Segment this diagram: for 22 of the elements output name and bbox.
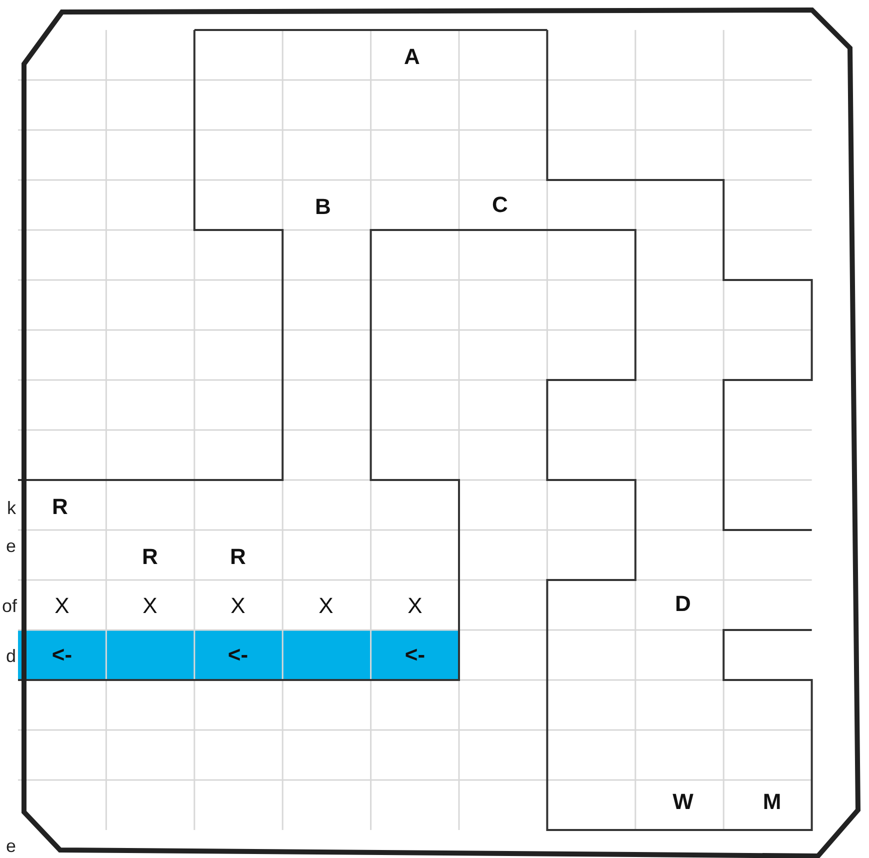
room-letter: A <box>404 46 420 68</box>
cross-mark: X <box>142 595 158 617</box>
cross-mark: X <box>318 595 334 617</box>
cross-mark: X <box>408 595 422 617</box>
text-fragment: e <box>6 537 16 555</box>
text-fragment: e <box>6 837 16 855</box>
room-letter: W <box>672 791 694 813</box>
text-fragment: d <box>6 647 16 665</box>
arrow-symbol: <- <box>52 644 72 666</box>
arrow-symbol: <- <box>404 644 426 666</box>
room-letter: R <box>142 546 158 568</box>
room-letter: R <box>230 546 246 568</box>
arrow-symbol: <- <box>228 644 248 666</box>
room-letter: R <box>52 496 68 518</box>
room-letter: D <box>675 593 691 615</box>
room-letter: C <box>492 194 508 216</box>
text-fragment: k <box>7 499 16 517</box>
text-fragment: of <box>2 597 17 615</box>
room-letter: M <box>762 791 782 813</box>
cross-mark: X <box>54 595 70 617</box>
cross-mark: X <box>230 595 246 617</box>
room-letter: B <box>315 196 331 218</box>
